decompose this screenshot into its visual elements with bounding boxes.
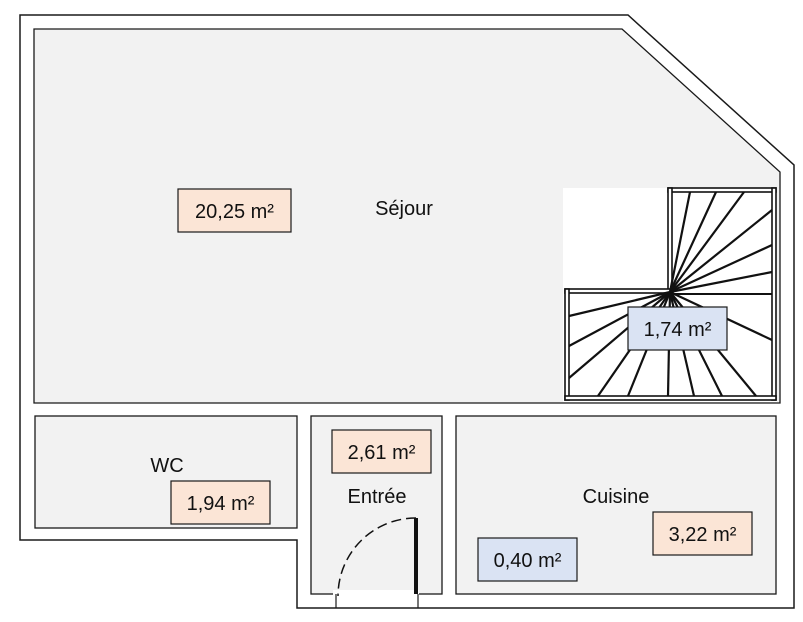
svg-text:20,25 m²: 20,25 m² <box>195 201 274 223</box>
stair-stringer-bottom <box>564 395 777 401</box>
svg-text:3,22 m²: 3,22 m² <box>669 524 737 546</box>
entree-door-opening <box>333 590 419 600</box>
svg-text:2,61 m²: 2,61 m² <box>348 442 416 464</box>
area-label-cuisine: 3,22 m² <box>652 511 753 556</box>
stair-stringer-left <box>564 288 570 401</box>
room-name-wc: WC <box>150 455 183 477</box>
stair-stringer-top <box>667 187 777 193</box>
area-label-entree: 2,61 m² <box>331 429 432 474</box>
room-name-cuisine: Cuisine <box>583 486 650 508</box>
room-name-sejour: Séjour <box>375 198 433 220</box>
area-label-wc: 1,94 m² <box>170 480 271 525</box>
svg-text:1,94 m²: 1,94 m² <box>187 493 255 515</box>
stair-stringer-right <box>771 187 777 401</box>
staircase <box>563 187 777 402</box>
svg-text:1,74 m²: 1,74 m² <box>644 319 712 341</box>
area-label-stairs: 1,74 m² <box>627 306 728 351</box>
area-label-sejour: 20,25 m² <box>177 188 292 233</box>
room-name-entree: Entrée <box>348 486 407 508</box>
area-label-cuisine-extra: 0,40 m² <box>477 537 578 582</box>
stair-stringer-mid <box>564 288 673 294</box>
svg-text:0,40 m²: 0,40 m² <box>494 550 562 572</box>
entree-door-swing <box>337 517 417 597</box>
stair-stringer-inner <box>667 187 673 293</box>
